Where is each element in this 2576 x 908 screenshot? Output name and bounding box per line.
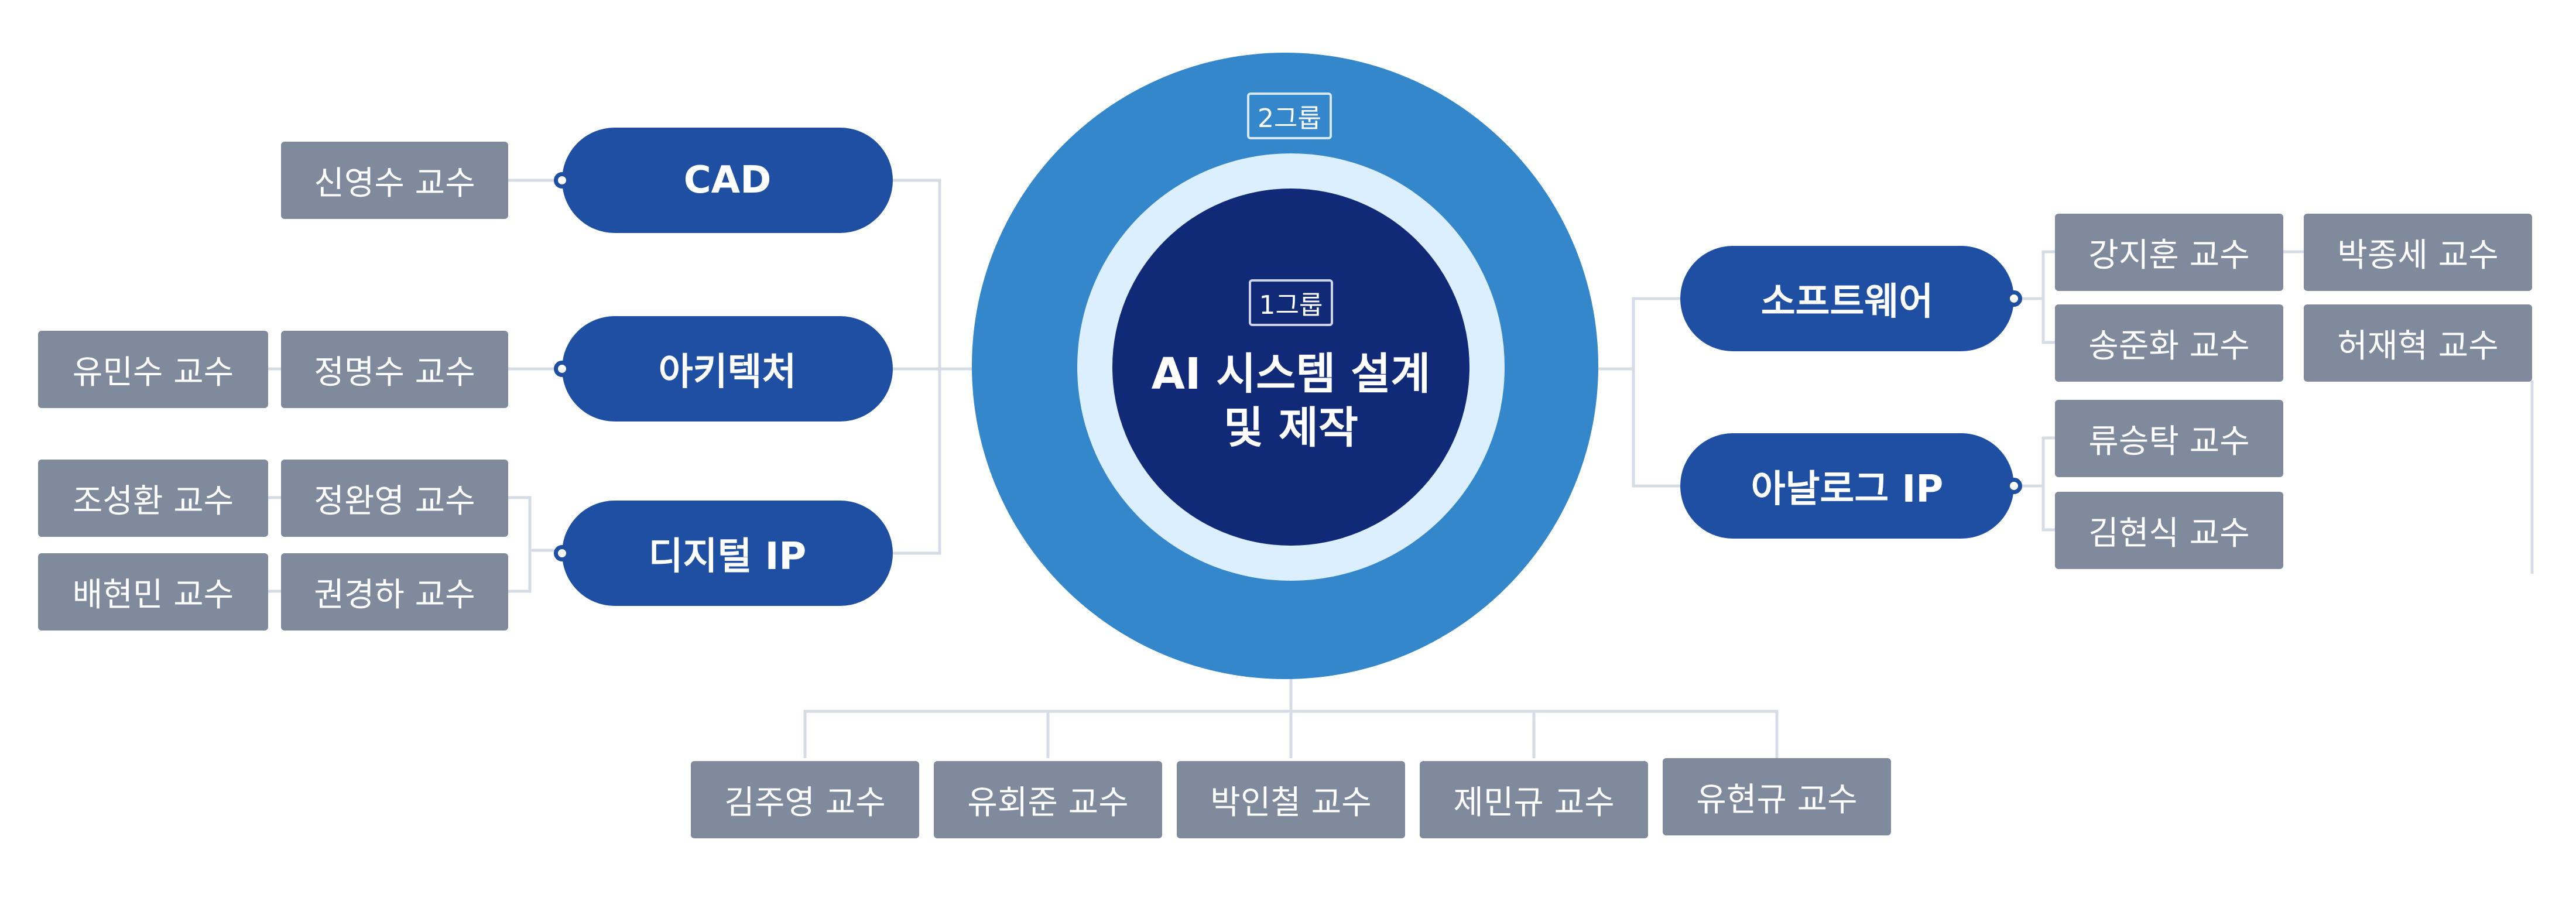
professor-card[interactable]: 정명수 교수 (281, 331, 508, 408)
professor-card[interactable]: 박인철 교수 (1177, 761, 1405, 838)
professor-card[interactable]: 김현식 교수 (2055, 492, 2283, 569)
node-cad-label: CAD (683, 159, 772, 202)
professor-card[interactable]: 신영수 교수 (281, 142, 508, 219)
professor-card[interactable]: 유민수 교수 (38, 331, 268, 408)
professor-card[interactable]: 류승탁 교수 (2055, 400, 2283, 477)
professor-card[interactable]: 배현민 교수 (38, 553, 268, 631)
professor-card[interactable]: 박종세 교수 (2304, 214, 2532, 291)
node-cad[interactable]: CAD (562, 128, 893, 233)
node-digital-ip[interactable]: 디지털 IP (562, 501, 893, 606)
node-analog-ip[interactable]: 아날로그 IP (1680, 433, 2014, 539)
connector-dot (554, 545, 570, 561)
professor-card[interactable]: 유회준 교수 (934, 761, 1162, 838)
professor-card[interactable]: 권경하 교수 (281, 553, 508, 631)
node-architecture-label: 아키텍처 (658, 351, 797, 394)
node-software-label: 소프트웨어 (1760, 280, 1934, 324)
node-software[interactable]: 소프트웨어 (1680, 246, 2014, 351)
connector-dot (554, 361, 570, 377)
group-2-badge: 2그룹 (1247, 92, 1332, 139)
professor-card[interactable]: 제민규 교수 (1420, 761, 1648, 838)
professor-card[interactable]: 정완영 교수 (281, 460, 508, 537)
center-title: AI 시스템 설계 및 제작 (1151, 348, 1431, 454)
connector-dot (554, 172, 570, 189)
connector-dot (2006, 290, 2022, 307)
professor-card[interactable]: 김주영 교수 (691, 761, 919, 838)
professor-card[interactable]: 유현규 교수 (1663, 758, 1891, 835)
node-digital-ip-label: 디지털 IP (648, 535, 807, 578)
center-core: 1그룹 AI 시스템 설계 및 제작 (1112, 189, 1469, 546)
professor-card[interactable]: 송준화 교수 (2055, 304, 2283, 382)
node-architecture[interactable]: 아키텍처 (562, 316, 893, 422)
connector-dot (2006, 478, 2022, 494)
professor-card[interactable]: 조성환 교수 (38, 460, 268, 537)
professor-card[interactable]: 강지훈 교수 (2055, 214, 2283, 291)
professor-card[interactable]: 허재혁 교수 (2304, 304, 2532, 382)
group-1-badge: 1그룹 (1248, 279, 1334, 326)
node-analog-ip-label: 아날로그 IP (1751, 468, 1944, 511)
